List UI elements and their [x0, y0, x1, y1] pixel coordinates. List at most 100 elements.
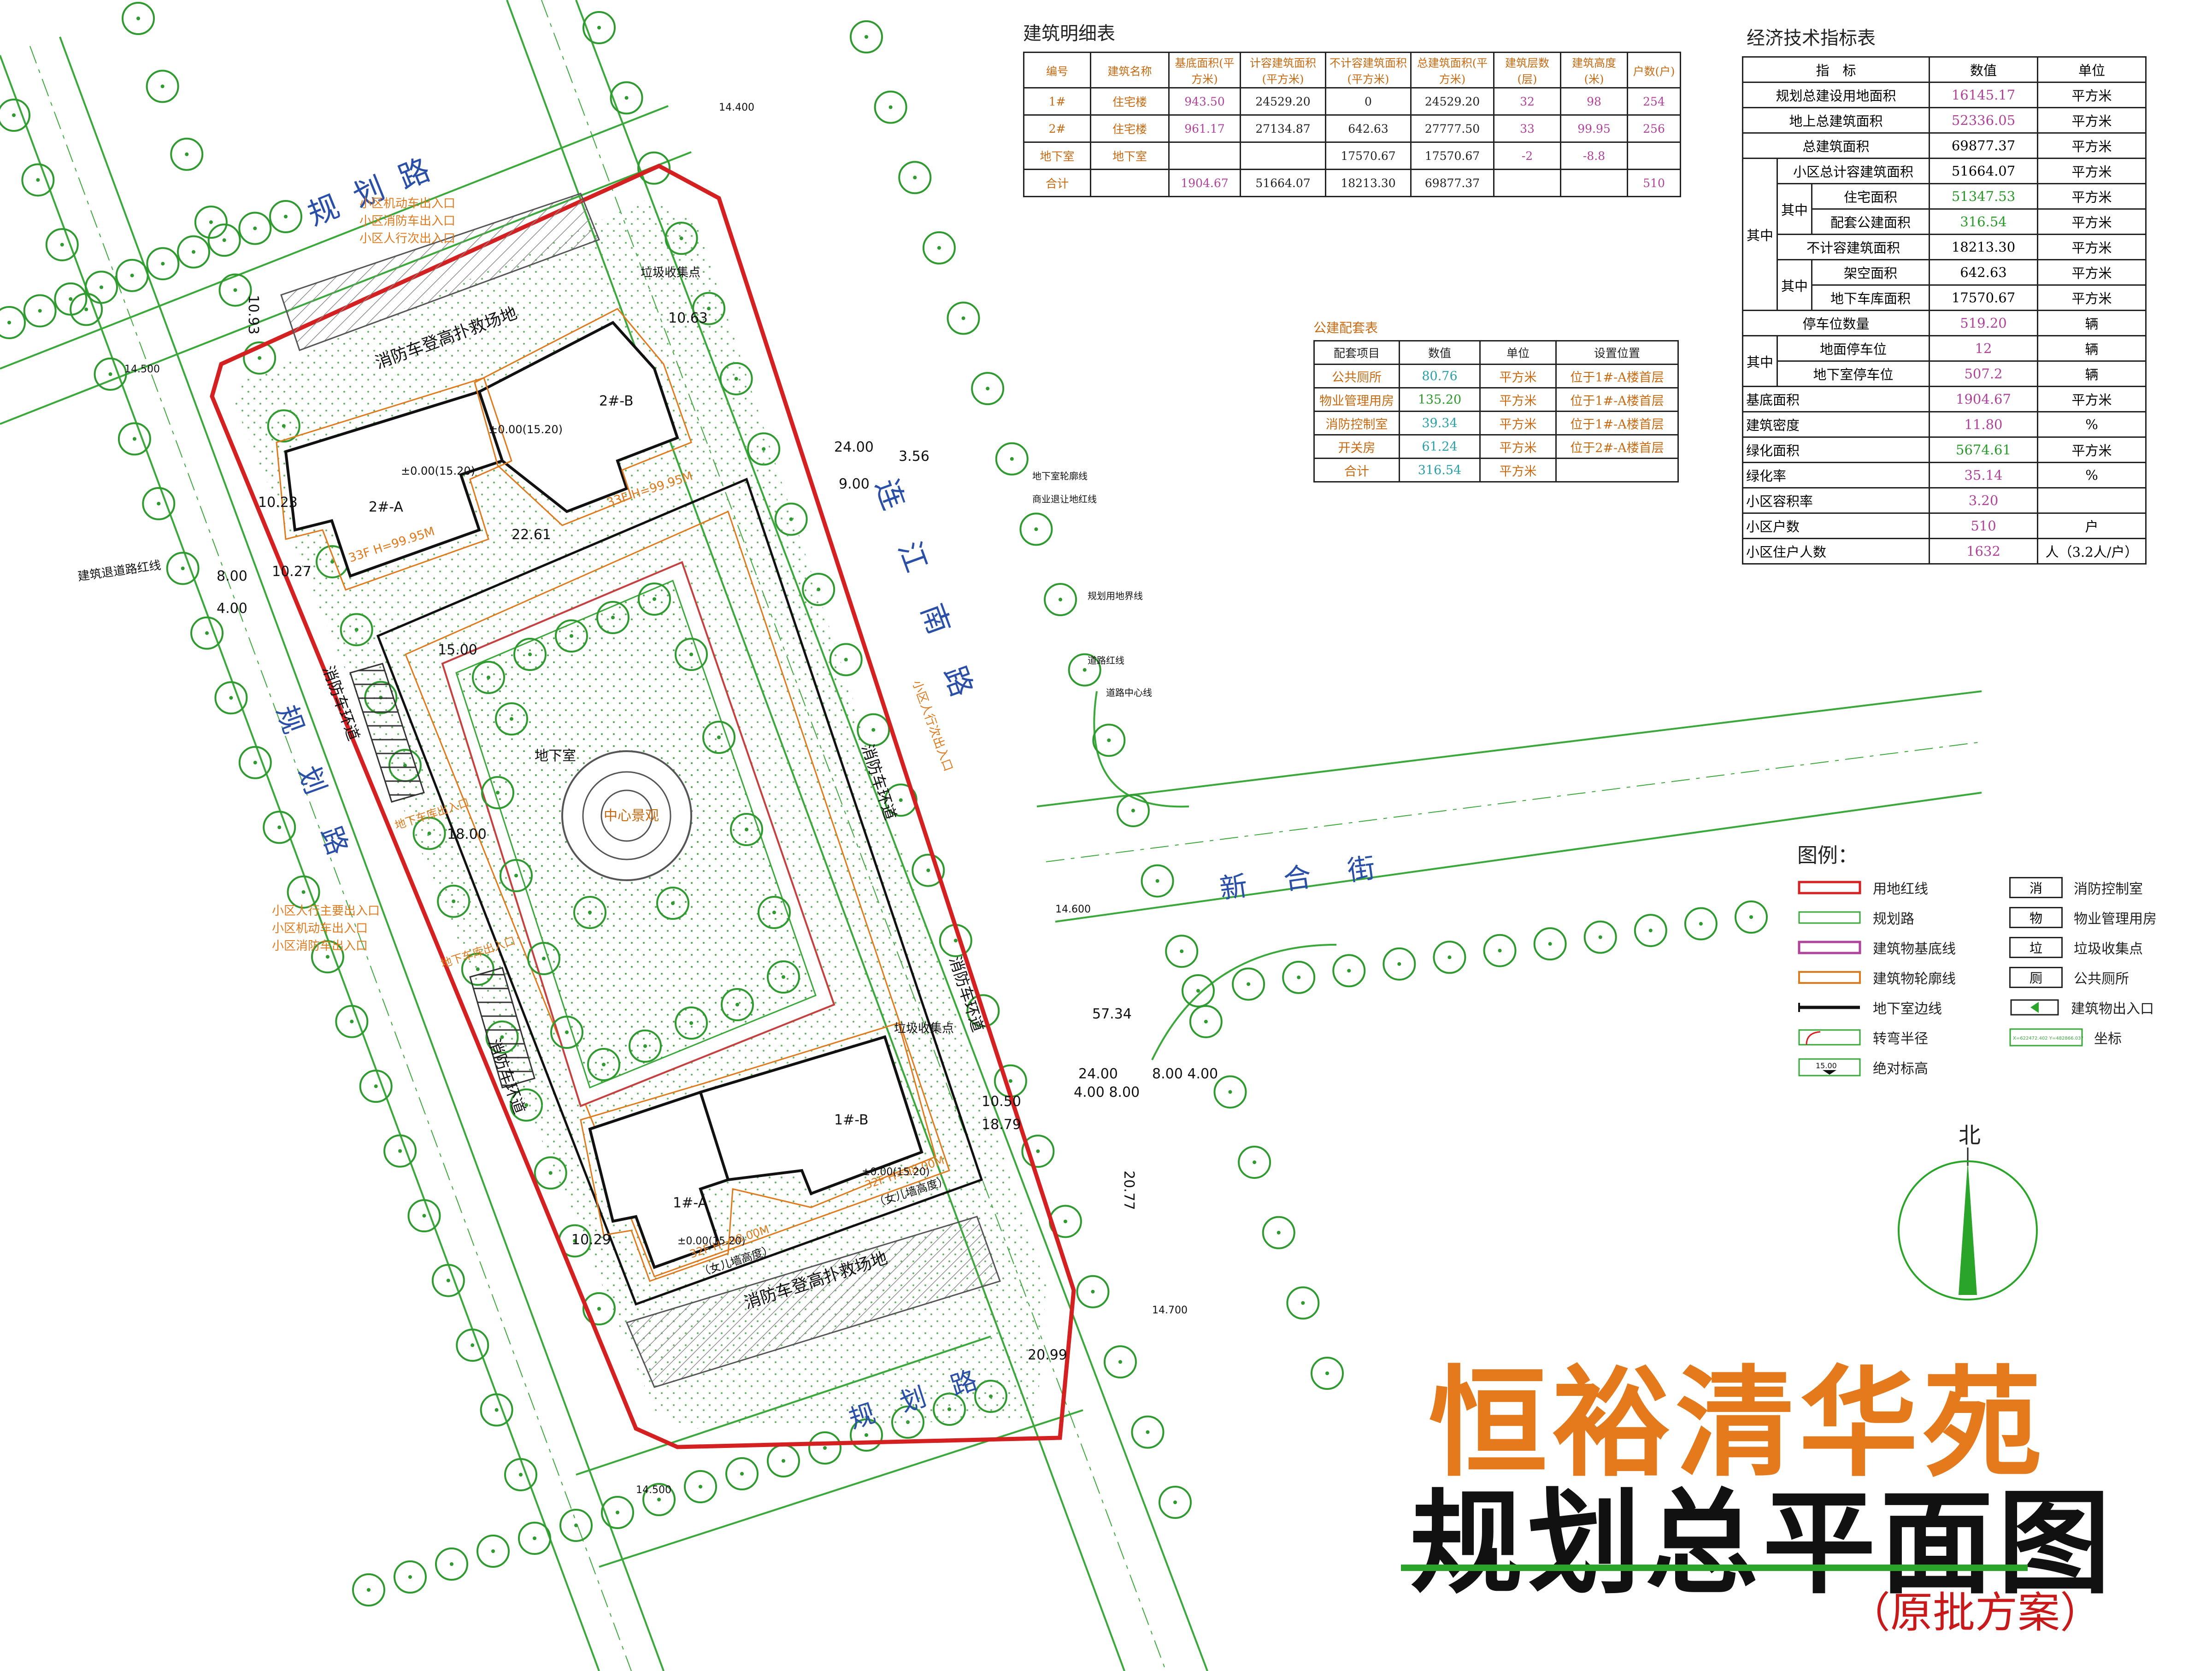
tree-icon — [1159, 1486, 1192, 1519]
legend-label: 建筑物出入口 — [2071, 1001, 2154, 1017]
dim-2400a: 24.00 — [834, 439, 874, 455]
approval-note: （原批方案） — [1848, 1588, 2103, 1637]
annotation-basement-line: 地下室轮廓线 — [1032, 471, 1088, 482]
tree-icon — [335, 1005, 369, 1038]
dim-1800: 18.00 — [447, 826, 487, 842]
bt-cell: -8.8 — [1560, 141, 1628, 170]
building-2a-elev: ±0.00(15.20) — [401, 465, 475, 477]
it-unit: 辆 — [2037, 335, 2147, 362]
tree-icon — [238, 746, 272, 779]
tree-icon — [94, 357, 127, 391]
it-unit: 平方米 — [2037, 158, 2147, 184]
tree-icon — [1232, 967, 1265, 1001]
building-table-caption: 建筑明细表 — [1023, 23, 1115, 44]
legend-label: 消防控制室 — [2074, 881, 2143, 897]
it-value: 5674.61 — [1929, 436, 2038, 463]
bt-cell: 99.95 — [1560, 114, 1628, 143]
tree-icon — [922, 231, 956, 265]
public-facility-table: 公建配套表 配套项目 数值 单位 设置位置 公共厕所 80.76 平方米 位于1… — [1313, 318, 1679, 482]
drawing-title: 规划总平面图 — [1410, 1478, 2115, 1609]
ft-cell: 61.24 — [1399, 434, 1481, 459]
table-row: 地下车库面积 17570.67 平方米 — [1743, 284, 2147, 311]
tree-icon — [214, 681, 248, 715]
table-row: 2# 住宅楼 961.17 27134.87 642.63 27777.50 3… — [1023, 114, 1681, 143]
it-value: 35.14 — [1929, 462, 2038, 488]
bt-h1: 建筑名称 — [1090, 52, 1170, 88]
table-row: 物业管理用房 135.20 平方米 位于1#-A楼首层 — [1313, 387, 1679, 412]
outline-symbol — [1798, 971, 1861, 984]
legend-label: 地下室边线 — [1873, 1001, 1942, 1017]
table-row: 合计 316.54 平方米 — [1313, 458, 1679, 482]
table-row: 地上总建筑面积 52336.05 平方米 — [1742, 107, 2147, 134]
tree-icon — [995, 442, 1029, 476]
tree-icon — [1332, 954, 1366, 988]
legend-label: 转弯半径 — [1873, 1031, 1928, 1047]
ft-cell: 平方米 — [1479, 458, 1557, 482]
bt-cell: 住宅楼 — [1090, 114, 1170, 143]
bt-cell: 1# — [1023, 87, 1091, 116]
elev-14700: 14.700 — [1152, 1305, 1188, 1316]
redline-symbol — [1798, 881, 1861, 894]
legend-label: 坐标 — [2094, 1031, 2122, 1047]
bt-cell: 2# — [1023, 114, 1091, 143]
bt-h0: 编号 — [1023, 52, 1091, 88]
legend-label: 规划路 — [1873, 911, 1914, 927]
it-label: 不计容建筑面积 — [1777, 234, 1930, 260]
tree-icon — [287, 875, 320, 909]
annotation-centerline: 道路中心线 — [1106, 687, 1152, 698]
tree-icon — [1044, 583, 1077, 617]
it-value: 18213.30 — [1929, 234, 2038, 260]
tree-icon — [725, 1457, 759, 1490]
ft-cell: 平方米 — [1479, 387, 1557, 412]
coordinate-symbol-text: X=622472.402 Y=482866.037 — [2013, 1036, 2083, 1041]
bt-h7: 建筑高度(米) — [1560, 52, 1628, 88]
table-row: 其中 小区总计容建筑面积 51664.07 平方米 — [1742, 158, 2147, 311]
tree-icon — [898, 161, 932, 194]
it-qizhong: 其中 — [1777, 183, 1812, 235]
legend-label: 垃圾收集点 — [2074, 941, 2143, 957]
tree-icon — [1533, 927, 1567, 961]
it-unit: 平方米 — [2037, 183, 2147, 210]
tree-icon — [263, 811, 296, 844]
tree-icon — [23, 294, 57, 328]
tree-icon — [1189, 1005, 1223, 1038]
ft-cell: 位于1#-A楼首层 — [1555, 364, 1679, 388]
tree-icon — [1092, 724, 1126, 757]
bt-cell: 24529.20 — [1410, 87, 1494, 116]
rescue-site-south-area — [625, 1216, 1001, 1388]
it-qizhong: 其中 — [1777, 259, 1812, 311]
tree-icon — [383, 1134, 417, 1168]
it-unit: 辆 — [2037, 310, 2147, 336]
bt-h4: 不计容建筑面积(平方米) — [1325, 52, 1412, 88]
building-2a-name: 2#-A — [369, 499, 403, 515]
table-row: 规划总建设用地面积 16145.17 平方米 — [1742, 82, 2147, 108]
it-value: 642.63 — [1929, 259, 2038, 286]
legend: 图例： 用地红线 规划路 建筑物基底线 建筑物轮廓线 地下室边线 转弯半径 15… — [1779, 839, 2194, 1088]
tree-icon — [177, 235, 210, 269]
site-redline — [210, 163, 1076, 1449]
table-row: 小区户数 510 户 — [1742, 512, 2147, 539]
table-row: 小区住户人数 1632 人（3.2人/户） — [1742, 538, 2147, 565]
bt-cell: 27777.50 — [1410, 114, 1494, 143]
tree-icon — [1583, 920, 1617, 954]
it-label: 小区总计容建筑面积 — [1777, 158, 1930, 184]
dim-5734: 57.34 — [1092, 1006, 1132, 1022]
bt-cell: 地下室 — [1023, 141, 1091, 170]
building-entrance-icon — [2010, 999, 2059, 1016]
tree-icon — [122, 2, 155, 35]
entrance-north-3: 小区人行次出入口 — [359, 232, 455, 246]
it-label: 地上总建筑面积 — [1742, 107, 1930, 134]
ft-cell: 开关房 — [1313, 434, 1400, 459]
bt-cell — [1240, 141, 1326, 170]
tree-icon — [0, 99, 30, 132]
tree-icon — [21, 163, 55, 197]
table-row: 不计容建筑面积 18213.30 平方米 — [1743, 234, 2147, 260]
ft-cell: 位于1#-A楼首层 — [1555, 411, 1679, 435]
it-label: 小区住户人数 — [1742, 538, 1930, 565]
it-value: 507.2 — [1929, 360, 2038, 387]
bt-cell: 51664.07 — [1240, 169, 1326, 197]
bt-cell: 住宅楼 — [1090, 87, 1170, 116]
it-value: 1632 — [1929, 538, 2038, 565]
tree-icon — [971, 372, 1005, 406]
legend-item: 建筑物出入口 — [2009, 995, 2154, 1019]
